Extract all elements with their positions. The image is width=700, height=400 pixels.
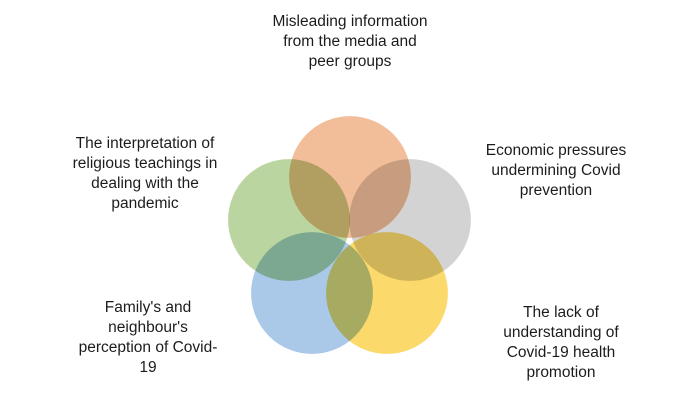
venn-label-lack-of-understanding: The lack of understanding of Covid-19 he…	[503, 304, 619, 382]
venn-label-family-neighbour-perception: Family's and neighbour's perception of C…	[78, 299, 218, 377]
venn-circle-misleading-information[interactable]	[286, 113, 414, 241]
venn-label-economic-pressures: Economic pressures undermining Covid pre…	[485, 142, 627, 200]
venn-label-religious-teachings: The interpretation of religious teaching…	[72, 135, 218, 213]
venn-label-misleading-information: Misleading information from the media an…	[272, 13, 428, 71]
venn-circle-lack-of-understanding[interactable]	[323, 229, 451, 357]
